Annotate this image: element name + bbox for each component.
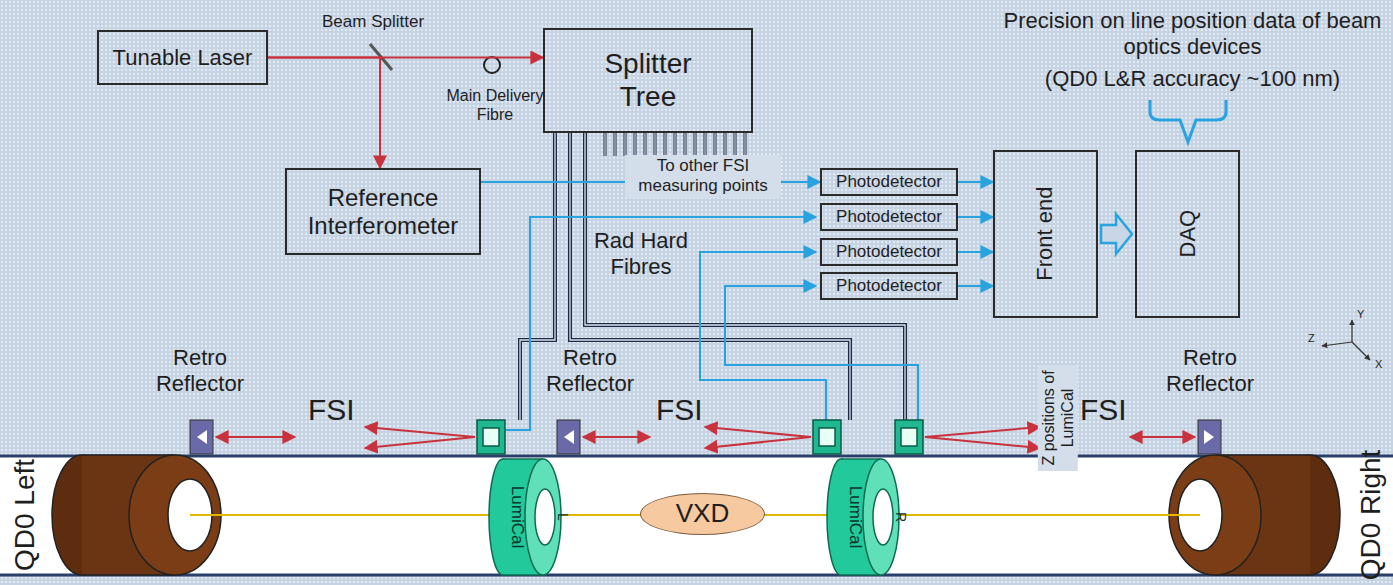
node-text: Photodetector bbox=[836, 276, 942, 296]
lumical-detector: LumiCalR bbox=[825, 457, 901, 577]
photodetector-box: Photodetector bbox=[820, 272, 958, 300]
connector bbox=[1101, 214, 1132, 254]
label: Main Delivery Fibre bbox=[445, 86, 545, 124]
label: FSI bbox=[656, 392, 703, 428]
label: Z bbox=[1308, 332, 1315, 345]
label: Z positions of LumiCal bbox=[1038, 365, 1078, 471]
input-arrow bbox=[1150, 100, 1226, 142]
label: FSI bbox=[1080, 392, 1127, 428]
vxd-oval: VXD bbox=[640, 493, 765, 535]
daq-box: DAQ bbox=[1135, 150, 1240, 318]
label: QD0 Right bbox=[1354, 450, 1388, 581]
node-text: DAQ bbox=[1175, 210, 1200, 258]
node-text: Photodetector bbox=[836, 207, 942, 227]
label: Retro Reflector bbox=[1155, 345, 1265, 398]
label: Beam Splitter bbox=[322, 12, 424, 32]
label: FSI bbox=[308, 392, 355, 428]
connector bbox=[958, 285, 993, 287]
label: Retro Reflector bbox=[535, 345, 645, 398]
splitter-box: Splitter Tree bbox=[543, 28, 753, 133]
node-text: LumiCal bbox=[507, 486, 527, 548]
photodetector-box: Photodetector bbox=[820, 203, 958, 231]
label: Retro Reflector bbox=[145, 345, 255, 398]
node-text: VXD bbox=[676, 499, 729, 529]
axes bbox=[1322, 320, 1370, 360]
node-text: R bbox=[893, 512, 909, 522]
connector bbox=[958, 181, 993, 183]
label: Precision on line position data of beam … bbox=[1000, 8, 1385, 61]
interferometer-box: Reference Interferometer bbox=[285, 168, 481, 255]
node-text: LumiCal bbox=[845, 486, 865, 548]
node-text: L bbox=[555, 513, 571, 521]
node-text: Splitter Tree bbox=[578, 48, 718, 112]
label: QD0 Left bbox=[8, 459, 42, 571]
photodetector-box: Photodetector bbox=[820, 168, 958, 196]
node-text: Photodetector bbox=[836, 242, 942, 262]
connector bbox=[958, 251, 993, 253]
connector bbox=[958, 216, 993, 218]
node-text: Reference Interferometer bbox=[293, 184, 473, 239]
label: (QD0 L&R accuracy ~100 nm) bbox=[1000, 66, 1385, 92]
label: Y bbox=[1357, 308, 1364, 321]
lumical-detector: LumiCalL bbox=[487, 457, 563, 577]
node-text: Tunable Laser bbox=[113, 45, 253, 70]
label: To other FSI measuring points bbox=[625, 155, 781, 198]
beam-line-band bbox=[0, 456, 1393, 575]
node-text: Front end bbox=[1033, 187, 1058, 281]
photodetector-box: Photodetector bbox=[820, 238, 958, 266]
laser-box: Tunable Laser bbox=[97, 30, 268, 85]
label: X bbox=[1375, 358, 1382, 371]
label: Rad Hard Fibres bbox=[592, 228, 690, 281]
frontend-box: Front end bbox=[993, 150, 1098, 318]
connector bbox=[268, 58, 380, 169]
node-text: Photodetector bbox=[836, 172, 942, 192]
